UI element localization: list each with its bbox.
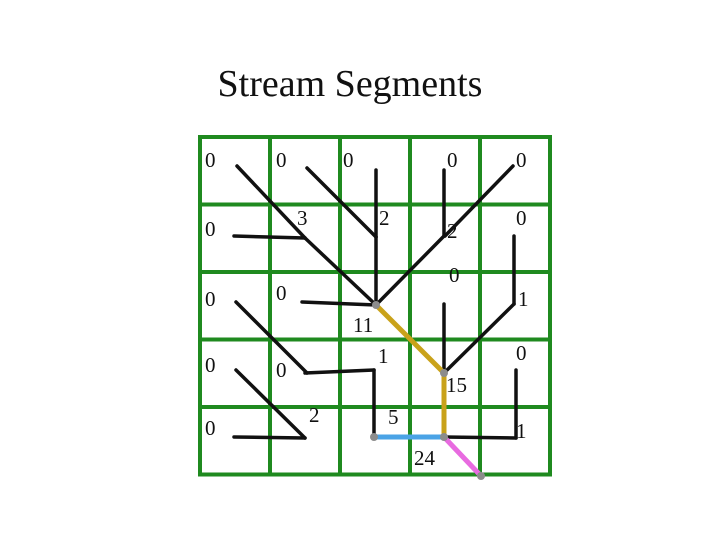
flow-segment (374, 234, 446, 307)
flow-segment (234, 368, 307, 440)
outlet-segment-24 (441, 434, 484, 479)
segment-label-11: 11 (353, 313, 373, 337)
cell-label: 0 (205, 416, 216, 440)
flow-segment (442, 302, 516, 375)
cell-label: 0 (276, 358, 287, 382)
flow-segment (303, 236, 378, 307)
cell-label: 1 (378, 344, 389, 368)
flow-segment (305, 166, 378, 239)
flow-segment (443, 164, 515, 238)
cell-label: 0 (205, 353, 216, 377)
segment-label-24: 24 (414, 446, 436, 470)
main-channel (373, 302, 447, 440)
cell-label: 0 (449, 263, 460, 287)
cell-labels: 0 0 0 0 0 0 3 2 2 0 0 0 0 1 0 0 1 0 0 2 … (205, 148, 529, 470)
flow-segment (235, 164, 307, 240)
flow-segment (232, 234, 307, 240)
stream-network (232, 164, 518, 440)
junction-nodes (370, 301, 485, 480)
cell-label: 2 (309, 403, 320, 427)
cell-label: 1 (516, 419, 527, 443)
cell-label: 0 (205, 217, 216, 241)
flow-segment (234, 300, 309, 375)
junction-node (372, 301, 380, 309)
junction-node (440, 433, 448, 441)
cell-label: 0 (447, 148, 458, 172)
segment-label-15: 15 (446, 373, 467, 397)
cell-label: 0 (205, 148, 216, 172)
cell-label: 5 (388, 405, 399, 429)
main-channel-segment-11 (373, 302, 447, 376)
cell-label: 0 (276, 148, 287, 172)
flow-segment (232, 435, 307, 440)
diagram-title: Stream Segments (218, 63, 483, 105)
outlet-node (477, 472, 485, 480)
junction-node (370, 433, 378, 441)
flow-segment (300, 300, 378, 307)
cell-label: 2 (379, 206, 390, 230)
cell-label: 0 (516, 206, 527, 230)
cell-label: 0 (276, 281, 287, 305)
flow-segment (303, 368, 376, 375)
cell-label: 0 (516, 148, 527, 172)
cell-label: 0 (205, 287, 216, 311)
flow-segment (442, 435, 518, 440)
cell-label: 1 (518, 287, 529, 311)
cell-label: 0 (343, 148, 354, 172)
cell-label: 0 (516, 341, 527, 365)
cell-label: 2 (447, 219, 458, 243)
junction-node (440, 369, 448, 377)
cell-label: 3 (297, 206, 308, 230)
